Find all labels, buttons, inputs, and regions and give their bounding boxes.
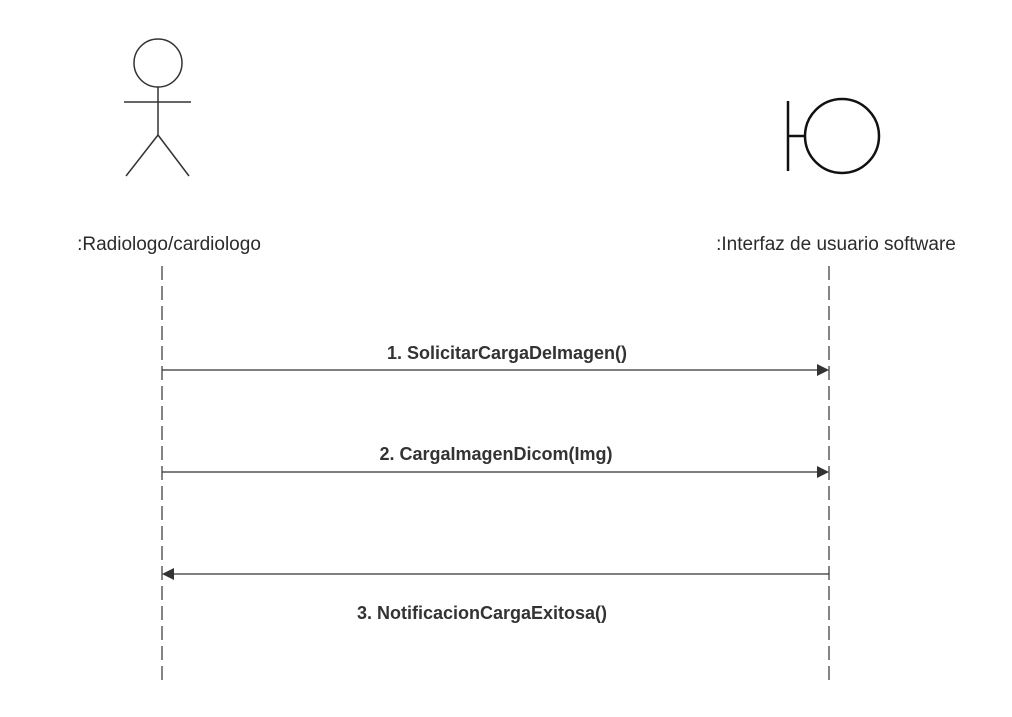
message-2-label: 2. CargaImagenDicom(Img) (379, 444, 612, 464)
message-1: 1. SolicitarCargaDeImagen() (162, 343, 829, 376)
boundary-icon (786, 97, 881, 175)
message-2-arrowhead (817, 466, 829, 478)
message-3-label: 3. NotificacionCargaExitosa() (357, 603, 607, 623)
actor-icon (124, 38, 191, 177)
boundary-label: :Interfaz de usuario software (716, 234, 956, 255)
message-1-label: 1. SolicitarCargaDeImagen() (387, 343, 627, 363)
message-2: 2. CargaImagenDicom(Img) (162, 444, 829, 478)
message-3-arrowhead (162, 568, 174, 580)
message-3: 3. NotificacionCargaExitosa() (162, 568, 829, 623)
actor-label: :Radiologo/cardiologo (77, 234, 261, 255)
message-1-arrowhead (817, 364, 829, 376)
